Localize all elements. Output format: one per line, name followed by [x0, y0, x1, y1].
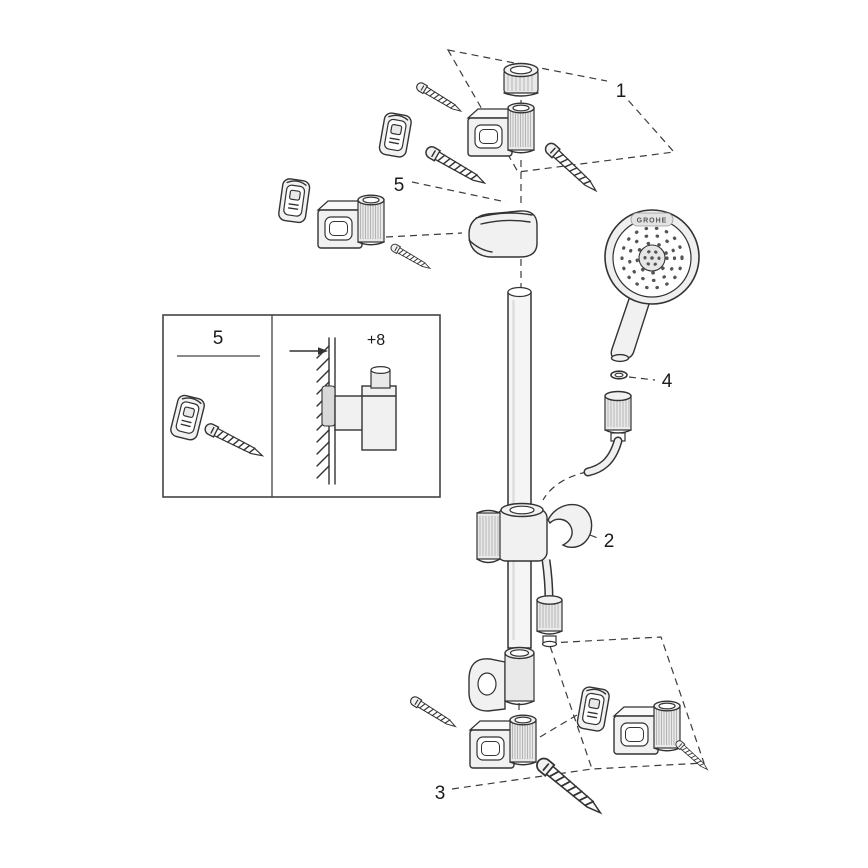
inset-label: 5 [213, 328, 224, 349]
dimension-arrowhead [318, 347, 328, 355]
wall-bracket-bottom-right [613, 700, 681, 755]
callout-1: 1 [616, 81, 627, 102]
spray-nozzles-outer [620, 226, 684, 290]
screw-bottom-left [408, 694, 459, 731]
wall-bracket-top [467, 102, 535, 157]
inset-detail-box: 5 +8 [162, 314, 441, 498]
hand-shower-handle [610, 295, 651, 360]
spray-nozzles-inner [635, 241, 669, 275]
inset-wall-section [316, 337, 397, 485]
rail-clamp-top [468, 210, 538, 258]
callout-3: 3 [435, 783, 446, 804]
hose-gasket [610, 370, 628, 380]
wall-plug-top [377, 111, 413, 159]
wall-bracket-bottom [469, 714, 537, 769]
spray-nozzles-mid [627, 233, 677, 283]
screw-left-group [389, 242, 433, 273]
inset-dimension: +8 [367, 332, 385, 349]
callout-4: 4 [662, 371, 673, 392]
slider-glide [476, 502, 593, 564]
inset-embedded-plug [321, 385, 336, 427]
hose-lower-end [536, 559, 563, 648]
screw-top-left [414, 80, 464, 116]
rail-holder-bottom [468, 646, 535, 712]
screw-top-right [542, 140, 601, 196]
wall-bracket-left [317, 194, 385, 249]
shower-rail [507, 286, 532, 649]
handshower-hook [547, 503, 593, 549]
screw-bottom-right [673, 738, 711, 773]
callout-5: 5 [394, 175, 405, 196]
wall-plug-bottom-right [575, 685, 611, 733]
callouts: 1 2 3 4 5 [394, 74, 673, 804]
brand-label: GROHE [637, 218, 668, 225]
callout-2: 2 [604, 531, 615, 552]
wall-plug-left [277, 177, 312, 225]
screw-bottom-center [533, 754, 606, 820]
hand-shower: GROHE [604, 209, 700, 363]
spray-nozzles-center-ring [643, 249, 661, 267]
hose-upper-end [583, 390, 632, 477]
dashed-group-lines [385, 49, 705, 790]
brand-badge [630, 212, 674, 227]
rail-end-cap [503, 62, 539, 97]
